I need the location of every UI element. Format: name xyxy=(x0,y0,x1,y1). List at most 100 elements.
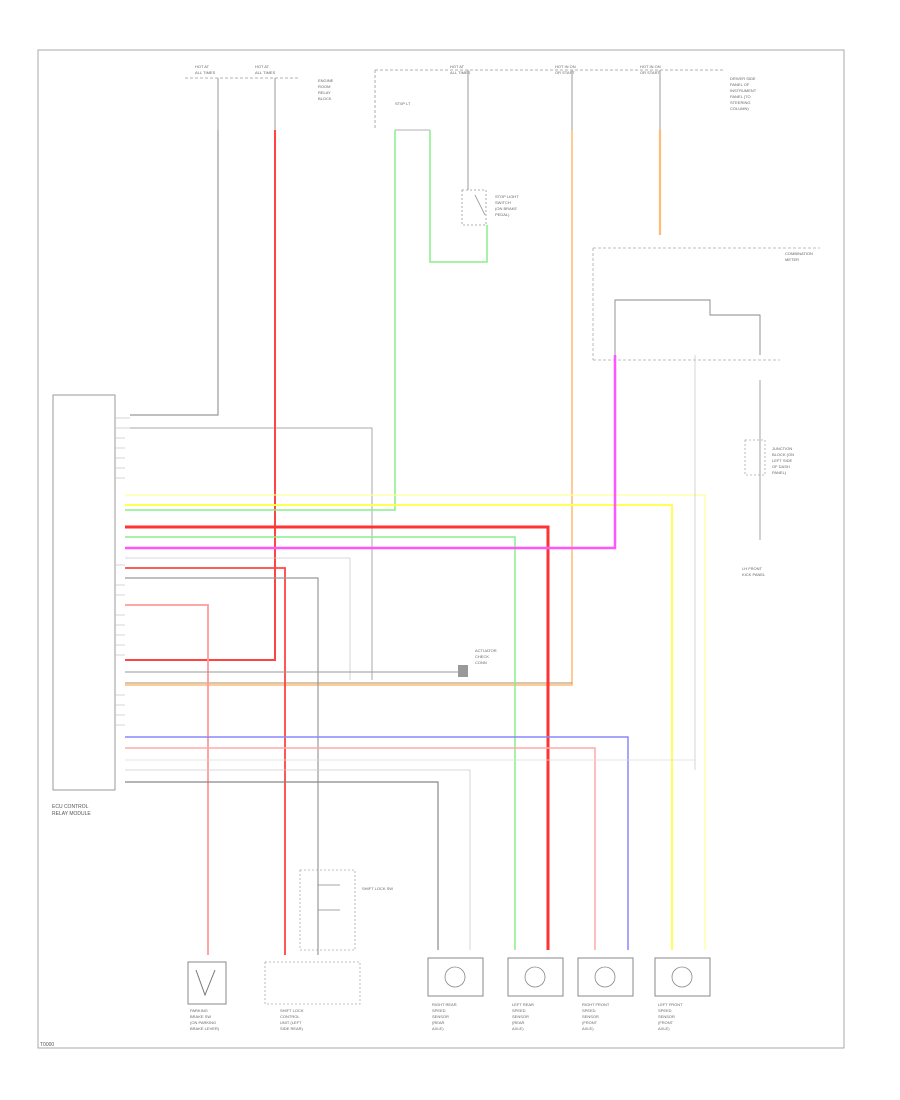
wire-blue-rf xyxy=(125,736,629,950)
svg-text:CONN: CONN xyxy=(475,660,487,665)
wire-yellow-bus xyxy=(125,494,706,950)
svg-text:CHECK: CHECK xyxy=(475,654,489,659)
wire-lightgray-1 xyxy=(125,557,351,680)
diagram-frame xyxy=(37,49,845,1049)
parking-brake-switch: PARKING BRAKE SW (ON PARKING BRAKE LEVER… xyxy=(187,961,227,1031)
svg-text:DRIVER SIDE: DRIVER SIDE xyxy=(730,76,756,81)
wire-orange-fuse4 xyxy=(125,130,573,686)
fuse-3-line-1: HOT AT xyxy=(450,64,465,69)
svg-text:(REAR: (REAR xyxy=(512,1020,525,1025)
svg-text:BRAKE LEVER): BRAKE LEVER) xyxy=(190,1026,220,1031)
wire-gray-shift xyxy=(125,577,319,955)
wire-pink-rf xyxy=(125,747,596,950)
svg-text:PEDAL): PEDAL) xyxy=(495,212,510,217)
wire-gray-rr xyxy=(125,781,439,950)
svg-text:AXLE): AXLE) xyxy=(432,1026,444,1031)
svg-text:PANEL): PANEL) xyxy=(772,470,787,475)
svg-text:(ON BRAKE: (ON BRAKE xyxy=(495,206,517,211)
stop-light-switch: STOP LIGHT SWITCH (ON BRAKE PEDAL) xyxy=(461,189,519,226)
svg-text:OF DASH: OF DASH xyxy=(772,464,790,469)
shift-lock-internal: SHIFT LOCK SW xyxy=(299,869,393,951)
engine-room-label-2: ROOM xyxy=(318,84,330,89)
module-label-line-2: RELAY MODULE xyxy=(52,811,91,817)
svg-text:METER: METER xyxy=(785,257,799,262)
junction-block: JUNCTION BLOCK (ON LEFT SIDE OF DASH PAN… xyxy=(742,380,794,577)
svg-text:LEFT FRONT: LEFT FRONT xyxy=(658,1002,683,1007)
svg-text:RIGHT REAR: RIGHT REAR xyxy=(432,1002,457,1007)
fuse-1-line-2: ALL TIMES xyxy=(195,70,216,75)
fuse-5-line-1: HOT IN ON xyxy=(640,64,661,69)
wire-red-fuse2 xyxy=(125,130,276,661)
fuse-2-line-1: HOT AT xyxy=(255,64,270,69)
stop-switch-tag: ST0P LT xyxy=(395,101,411,106)
actuator-check-connector xyxy=(458,665,468,677)
wire-gray-rr-2 xyxy=(125,769,471,950)
svg-text:(FRONT: (FRONT xyxy=(658,1020,674,1025)
rr-speed-sensor: RIGHT REAR SPEED SENSOR (REAR AXLE) xyxy=(427,957,484,1031)
svg-text:PANEL (TO: PANEL (TO xyxy=(730,94,751,99)
wire-yellow-lf xyxy=(125,504,673,950)
fuse-4-line-2: OR START xyxy=(555,70,575,75)
svg-text:SIDE REAR): SIDE REAR) xyxy=(280,1026,304,1031)
wire-green-stop xyxy=(125,130,396,511)
combination-meter: COMBINATION METER xyxy=(592,247,820,361)
shift-lock-switch: SHIFT LOCK CONTROL UNIT (LEFT SIDE REAR) xyxy=(264,961,361,1031)
wire-green-lr xyxy=(125,536,516,950)
page-code: T0000 xyxy=(40,1042,54,1048)
svg-text:SENSOR: SENSOR xyxy=(658,1014,675,1019)
lr-speed-sensor: LEFT REAR SPEED SENSOR (REAR AXLE) xyxy=(507,957,564,1031)
svg-text:SPEED: SPEED xyxy=(432,1008,446,1013)
svg-text:LEFT SIDE: LEFT SIDE xyxy=(772,458,792,463)
svg-text:LEFT REAR: LEFT REAR xyxy=(512,1002,534,1007)
svg-text:SENSOR: SENSOR xyxy=(512,1014,529,1019)
fuse-1-line-1: HOT AT xyxy=(195,64,210,69)
control-module-box xyxy=(52,394,116,791)
svg-text:JUNCTION: JUNCTION xyxy=(772,446,792,451)
svg-text:UNIT (LEFT: UNIT (LEFT xyxy=(280,1020,302,1025)
wire-red-shift xyxy=(125,567,286,955)
module-pins xyxy=(115,417,130,726)
svg-text:INSTRUMENT: INSTRUMENT xyxy=(730,88,757,93)
svg-text:(FRONT: (FRONT xyxy=(582,1020,598,1025)
engine-room-label-1: ENGINE xyxy=(318,78,334,83)
svg-text:STEERING: STEERING xyxy=(730,100,750,105)
svg-text:AXLE): AXLE) xyxy=(658,1026,670,1031)
svg-text:PARKING: PARKING xyxy=(190,1008,208,1013)
svg-text:ACTUATOR: ACTUATOR xyxy=(475,648,497,653)
svg-text:SHIFT LOCK: SHIFT LOCK xyxy=(280,1008,304,1013)
wire-red-lr xyxy=(125,525,550,950)
svg-text:SPEED: SPEED xyxy=(658,1008,672,1013)
fuse-2-line-2: ALL TIMES xyxy=(255,70,276,75)
svg-text:RIGHT FRONT: RIGHT FRONT xyxy=(582,1002,610,1007)
svg-text:AXLE): AXLE) xyxy=(512,1026,524,1031)
wire-green-loop xyxy=(429,130,488,263)
top-fuse-labels: HOT AT ALL TIMES HOT AT ALL TIMES HOT AT… xyxy=(195,64,661,75)
wire-gray-fuse1 xyxy=(130,130,219,416)
module-label-line-1: ECU CONTROL xyxy=(52,804,89,810)
svg-text:STOP LIGHT: STOP LIGHT xyxy=(495,194,519,199)
svg-text:SPEED: SPEED xyxy=(512,1008,526,1013)
shift-lock-side-label: SHIFT LOCK SW xyxy=(362,886,393,891)
svg-text:COMBINATION: COMBINATION xyxy=(785,251,813,256)
engine-room-label-4: BLOCK xyxy=(318,96,332,101)
fuse-4-line-1: HOT IN ON xyxy=(555,64,576,69)
fuse-5-line-2: OR START xyxy=(640,70,660,75)
svg-text:CONTROL: CONTROL xyxy=(280,1014,300,1019)
svg-text:LH FRONT: LH FRONT xyxy=(742,566,763,571)
engine-room-label-3: RELAY xyxy=(318,90,331,95)
svg-text:BRAKE SW: BRAKE SW xyxy=(190,1014,211,1019)
driver-side-label: DRIVER SIDE PANEL OF INSTRUMENT PANEL (T… xyxy=(730,76,757,111)
fuse-3-line-2: ALL TIMES xyxy=(450,70,471,75)
svg-text:COLUMN): COLUMN) xyxy=(730,106,749,111)
svg-text:SPEED: SPEED xyxy=(582,1008,596,1013)
rf-speed-sensor: RIGHT FRONT SPEED SENSOR (FRONT AXLE) xyxy=(577,957,634,1031)
wire-pink-park xyxy=(125,604,209,955)
svg-text:SWITCH: SWITCH xyxy=(495,200,511,205)
svg-text:BLOCK (ON: BLOCK (ON xyxy=(772,452,794,457)
svg-text:SENSOR: SENSOR xyxy=(432,1014,449,1019)
svg-text:(REAR: (REAR xyxy=(432,1020,445,1025)
svg-text:KICK PANEL: KICK PANEL xyxy=(742,572,766,577)
wire-magenta xyxy=(125,355,617,550)
